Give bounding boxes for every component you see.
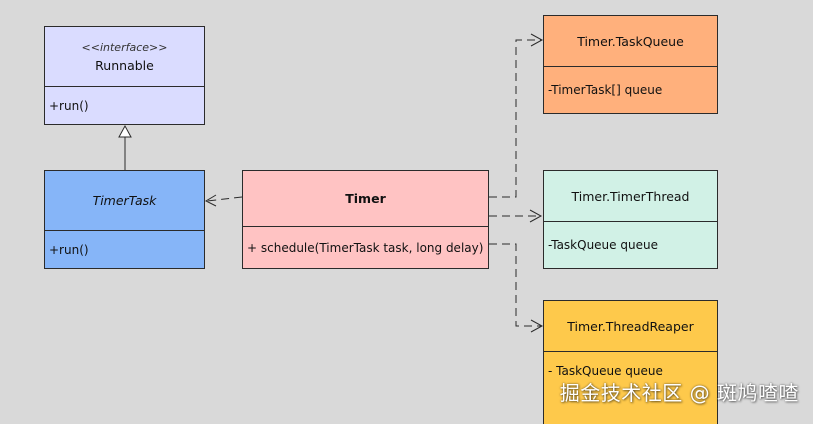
dependency-timer-timertask-arrowhead — [204, 194, 217, 207]
class-threadreaper-name: Timer.ThreadReaper — [567, 318, 694, 334]
class-timer-header: Timer — [243, 171, 488, 227]
member-schedule: + schedule(TimerTask task, long delay) — [247, 240, 484, 255]
member-run: +run() — [49, 242, 89, 257]
class-timer-name: Timer — [345, 191, 386, 206]
class-taskqueue-name: Timer.TaskQueue — [577, 33, 684, 49]
dependency-timer-timertask-line — [206, 196, 243, 202]
class-taskqueue-members: -TimerTask[] queue — [544, 67, 717, 113]
dependency-timer-timerthread-arrowhead — [529, 209, 543, 223]
class-timertask-header: TimerTask — [45, 171, 204, 231]
member-queue: -TimerTask[] queue — [548, 83, 663, 97]
dependency-timer-taskqueue-arrowhead — [530, 33, 544, 47]
stereotype-label: <<interface>> — [81, 40, 168, 54]
member-run: +run() — [49, 98, 89, 113]
class-timer-members: + schedule(TimerTask task, long delay) — [243, 227, 488, 268]
class-threadreaper-members: - TaskQueue queue — [544, 352, 717, 378]
class-timer[interactable]: Timer + schedule(TimerTask task, long de… — [242, 170, 489, 269]
class-timer-timerthread[interactable]: Timer.TimerThread -TaskQueue queue — [543, 170, 718, 269]
dependency-timer-taskqueue-line — [489, 39, 541, 198]
class-timer-taskqueue[interactable]: Timer.TaskQueue -TimerTask[] queue — [543, 15, 718, 114]
class-timertask[interactable]: TimerTask +run() — [44, 170, 205, 269]
class-runnable-members: +run() — [45, 87, 204, 124]
class-timer-threadreaper[interactable]: Timer.ThreadReaper - TaskQueue queue — [543, 300, 718, 424]
watermark-text: 掘金技术社区 @ 斑鸠喳喳 — [559, 381, 799, 405]
class-timerthread-members: -TaskQueue queue — [544, 222, 717, 268]
class-threadreaper-header: Timer.ThreadReaper — [544, 301, 717, 352]
class-runnable-name: Runnable — [95, 57, 154, 73]
class-taskqueue-header: Timer.TaskQueue — [544, 16, 717, 67]
member-queue: - TaskQueue queue — [548, 364, 663, 378]
member-queue: -TaskQueue queue — [548, 238, 658, 252]
realization-arrowhead — [118, 124, 132, 138]
dependency-timer-threadreaper-arrowhead — [530, 319, 544, 333]
class-timerthread-header: Timer.TimerThread — [544, 171, 717, 222]
class-timertask-members: +run() — [45, 231, 204, 268]
dependency-timer-threadreaper-line — [489, 243, 541, 327]
class-runnable-header: <<interface>> Runnable — [45, 27, 204, 87]
class-timertask-name: TimerTask — [92, 193, 157, 208]
class-runnable[interactable]: <<interface>> Runnable +run() — [44, 26, 205, 125]
class-timerthread-name: Timer.TimerThread — [571, 188, 690, 204]
